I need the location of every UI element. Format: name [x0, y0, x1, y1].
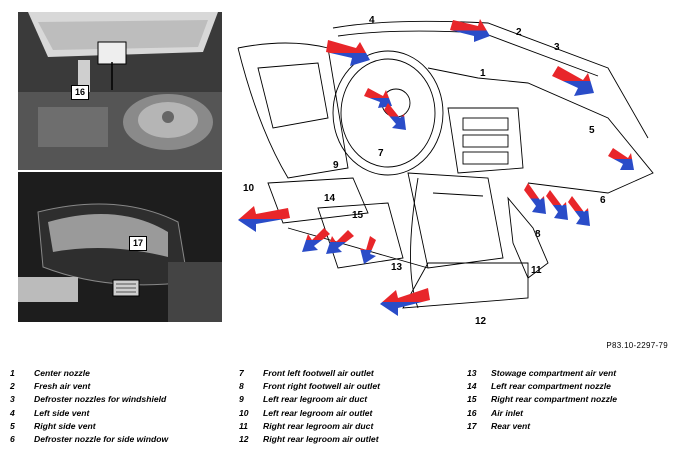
legend-number: 2	[10, 381, 15, 392]
diagram-callout-6: 6	[600, 195, 606, 206]
legend-item: 6 Defroster nozzle for side window	[10, 433, 168, 446]
legend-text: Front right footwell air outlet	[263, 381, 380, 392]
legend-number: 9	[239, 394, 244, 405]
legend-number: 10	[239, 407, 249, 418]
diagram-callout-9: 9	[333, 160, 339, 171]
diagram-callout-15: 15	[352, 210, 364, 221]
legend-item: 10 Left rear legroom air outlet	[239, 407, 380, 420]
legend-number: 11	[239, 420, 248, 431]
callout-17: 17	[129, 236, 148, 251]
diagram-callout-13: 13	[391, 262, 403, 273]
legend-text: Rear vent	[491, 420, 531, 431]
legend-text: Defroster nozzle for side window	[34, 434, 169, 445]
diagram-callout-14: 14	[324, 193, 336, 204]
legend-number: 15	[467, 394, 477, 405]
legend-text: Left rear compartment nozzle	[491, 381, 611, 392]
legend-number: 16	[467, 407, 477, 418]
legend-number: 4	[10, 407, 15, 418]
legend-number: 12	[239, 434, 249, 445]
legend-item: 11 Right rear legroom air duct	[239, 420, 380, 433]
legend-item: 4 Left side vent	[10, 407, 168, 420]
legend-item: 13 Stowage compartment air vent	[467, 367, 617, 380]
figure-code: P83.10-2297-79	[606, 341, 668, 350]
legend-text: Right rear legroom air outlet	[263, 434, 379, 445]
legend-text: Right rear legroom air duct	[263, 420, 374, 431]
legend-number: 1	[10, 368, 15, 378]
legend-item: 17 Rear vent	[467, 420, 617, 433]
legend-column-3: 13 Stowage compartment air vent 14 Left rea…	[467, 367, 617, 433]
legend-item: 1 Center nozzle	[10, 367, 168, 380]
legend-text: Fresh air vent	[34, 381, 91, 392]
legend-item: 3 Defroster nozzles for windshield	[10, 393, 168, 406]
legend-column-2: 7 Front left footwell air outlet 8 Front ri…	[239, 367, 380, 446]
legend-text: Left rear legroom air duct	[263, 394, 368, 405]
diagram-callout-1: 1	[480, 68, 486, 79]
diagram-callout-7: 7	[378, 148, 384, 159]
legend-number: 7	[239, 368, 244, 378]
legend-item: 14 Left rear compartment nozzle	[467, 380, 617, 393]
legend-number: 8	[239, 381, 244, 392]
legend-number: 14	[467, 381, 477, 392]
legend-number: 5	[10, 420, 15, 431]
legend-number: 6	[10, 434, 15, 445]
diagram-callout-3: 3	[554, 42, 560, 53]
diagram-callout-8: 8	[535, 229, 541, 240]
legend-item: 8 Front right footwell air outlet	[239, 380, 380, 393]
rear-vent-photo	[18, 172, 222, 322]
diagram-callout-12: 12	[475, 316, 487, 327]
legend-text: Defroster nozzles for windshield	[34, 394, 167, 405]
diagram-callout-11: 11	[531, 265, 542, 276]
legend-item: 7 Front left footwell air outlet	[239, 367, 380, 380]
diagram-callout-2: 2	[516, 27, 522, 38]
legend-text: Left side vent	[34, 407, 90, 418]
legend-item: 16 Air inlet	[467, 407, 617, 420]
legend-item: 12 Right rear legroom air outlet	[239, 433, 380, 446]
engine-bay-photo	[18, 12, 222, 170]
legend-text: Right rear compartment nozzle	[491, 394, 618, 405]
diagram-callout-5: 5	[589, 125, 595, 136]
legend-item: 9 Left rear legroom air duct	[239, 393, 380, 406]
legend-number: 3	[10, 394, 15, 405]
legend-text: Stowage compartment air vent	[491, 368, 617, 378]
legend-text: Front left footwell air outlet	[263, 368, 374, 378]
legend-text: Air inlet	[491, 407, 523, 418]
legend-text: Center nozzle	[34, 368, 90, 378]
callout-16: 16	[71, 85, 90, 100]
legend-item: 2 Fresh air vent	[10, 380, 168, 393]
legend-item: 5 Right side vent	[10, 420, 168, 433]
legend-text: Right side vent	[34, 420, 96, 431]
legend-number: 17	[467, 420, 477, 431]
diagram-callout-4: 4	[369, 15, 375, 26]
diagram-callout-10: 10	[243, 183, 255, 194]
legend-item: 15 Right rear compartment nozzle	[467, 393, 617, 406]
legend-text: Left rear legroom air outlet	[263, 407, 373, 418]
legend-number: 13	[467, 368, 477, 378]
airflow-arrows	[238, 19, 634, 316]
